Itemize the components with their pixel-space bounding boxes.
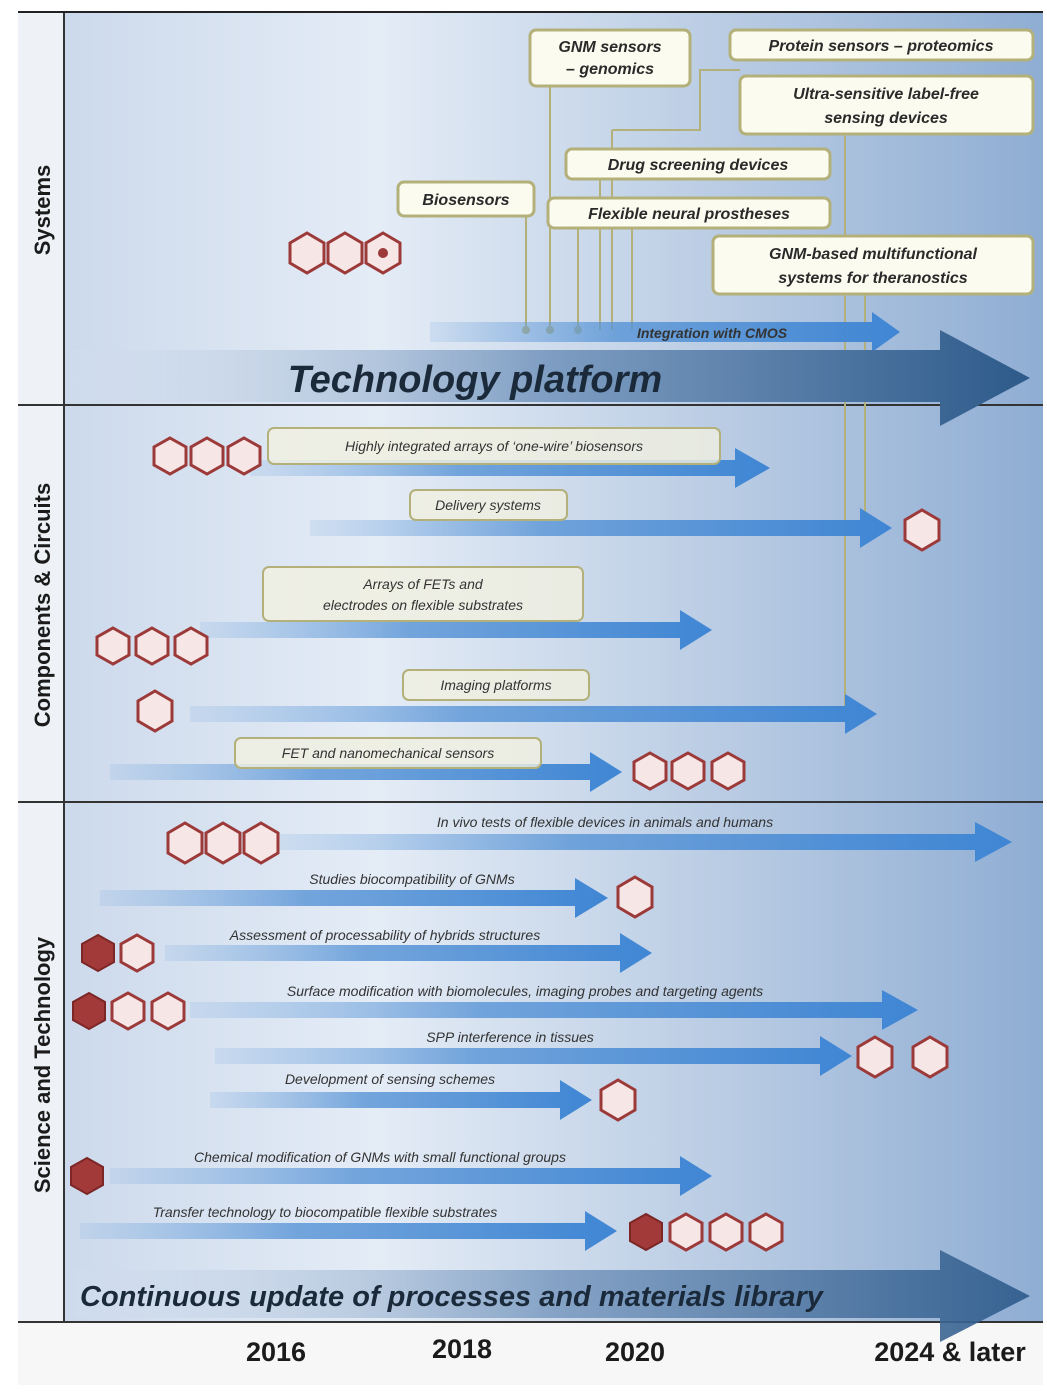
year-2020: 2020 xyxy=(605,1337,665,1367)
molecule-icon xyxy=(110,991,146,1031)
eye-icon xyxy=(136,689,174,733)
box-theranostics-line1: GNM-based multifunctional xyxy=(769,246,978,263)
chip-icon xyxy=(599,1078,637,1122)
science-spp: SPP interference in tissues xyxy=(215,1029,852,1076)
arrow-cmos-label: Integration with CMOS xyxy=(637,325,788,341)
science-transfer-label: Transfer technology to biocompatible fle… xyxy=(153,1204,497,1220)
science-assessment-label: Assessment of processability of hybrids … xyxy=(229,927,540,943)
science-biocompat-label: Studies biocompatibility of GNMs xyxy=(309,871,514,887)
component-imaging: Imaging platforms xyxy=(190,669,877,734)
arrow-cmos: Integration with CMOS xyxy=(430,312,900,352)
science-invivo: In vivo tests of flexible devices in ani… xyxy=(280,814,1012,862)
chip-icon xyxy=(95,626,131,666)
box-neural-prostheses-label: Flexible neural prostheses xyxy=(588,206,790,223)
box-dna-sensors-line2: – genomics xyxy=(566,61,654,78)
box-protein-sensors: Protein sensors – proteomics xyxy=(728,28,1035,62)
science-biocompat: Studies biocompatibility of GNMs xyxy=(100,871,608,918)
timeline-axis xyxy=(18,1323,1043,1385)
icon-group-science xyxy=(110,821,949,1252)
component-fets-line1: Arrays of FETs and xyxy=(362,576,484,592)
eye-icon xyxy=(911,1035,949,1079)
label-column xyxy=(18,12,64,1322)
science-surface: Surface modification with biomolecules, … xyxy=(190,983,918,1030)
eye-icon xyxy=(710,751,746,791)
box-ultra-sensitive-line2: sensing devices xyxy=(824,110,948,127)
science-assessment: Assessment of processability of hybrids … xyxy=(165,927,652,973)
science-chemical-label: Chemical modification of GNMs with small… xyxy=(194,1149,566,1165)
banner-library-label: Continuous update of processes and mater… xyxy=(80,1281,825,1313)
year-2024-later: 2024 & later xyxy=(874,1337,1026,1367)
dna-icon xyxy=(629,1212,663,1252)
chip-icon xyxy=(326,231,364,275)
flask-icon xyxy=(288,231,326,275)
icon-cluster-systems xyxy=(288,231,402,275)
science-sensing-label: Development of sensing schemes xyxy=(285,1071,495,1087)
chip-icon xyxy=(668,1212,704,1252)
cell-icon xyxy=(204,821,242,865)
science-spp-label: SPP interference in tissues xyxy=(426,1029,594,1045)
chip-icon xyxy=(670,751,706,791)
flask-icon xyxy=(856,1035,894,1079)
dna-icon xyxy=(72,991,106,1031)
box-dna-sensors-line1: GNM sensors xyxy=(558,39,661,56)
year-2018: 2018 xyxy=(432,1334,492,1364)
box-biosensors-label: Biosensors xyxy=(422,192,509,209)
cell-icon xyxy=(748,1212,784,1252)
box-neural-prostheses: Flexible neural prostheses xyxy=(546,196,832,230)
box-ultra-sensitive-line1: Ultra-sensitive label-free xyxy=(793,86,979,103)
eye-icon xyxy=(903,508,941,552)
science-transfer: Transfer technology to biocompatible fle… xyxy=(80,1204,617,1251)
science-surface-label: Surface modification with biomolecules, … xyxy=(287,983,763,999)
eye-icon xyxy=(134,626,170,666)
component-fets-line2: electrodes on flexible substrates xyxy=(323,597,523,613)
icon-group-components xyxy=(95,436,941,791)
box-protein-sensors-label: Protein sensors – proteomics xyxy=(769,38,994,55)
flask-icon xyxy=(150,991,186,1031)
box-theranostics: GNM-based multifunctional systems for th… xyxy=(711,234,1035,296)
box-ultra-sensitive: Ultra-sensitive label-free sensing devic… xyxy=(738,74,1035,136)
molecule-icon xyxy=(119,933,155,973)
section-label-science: Science and Technology xyxy=(30,936,55,1193)
component-delivery-label: Delivery systems xyxy=(435,497,541,513)
banner-library: Continuous update of processes and mater… xyxy=(70,1250,1030,1342)
science-chemical: Chemical modification of GNMs with small… xyxy=(110,1149,712,1196)
eye-icon xyxy=(189,436,225,476)
component-imaging-label: Imaging platforms xyxy=(440,677,551,693)
box-dna-sensors: GNM sensors – genomics xyxy=(528,28,692,88)
chip-icon xyxy=(152,436,188,476)
dna-icon xyxy=(81,933,115,973)
box-biosensors: Biosensors xyxy=(396,180,536,218)
molecule-icon xyxy=(242,821,280,865)
year-2016: 2016 xyxy=(246,1337,306,1367)
science-sensing: Development of sensing schemes xyxy=(210,1071,592,1120)
component-arrays: Highly integrated arrays of ‘one-wire’ b… xyxy=(250,427,770,488)
banner-technology-platform: Technology platform xyxy=(70,330,1030,426)
icon-group-science-filled xyxy=(70,933,663,1252)
component-fets: Arrays of FETs and electrodes on flexibl… xyxy=(200,566,712,650)
dna-icon xyxy=(70,1156,104,1196)
box-theranostics-line2: systems for theranostics xyxy=(778,270,968,287)
component-fet-nems: FET and nanomechanical sensors xyxy=(110,737,622,792)
molecule-icon xyxy=(708,1212,744,1252)
molecule-icon xyxy=(616,875,654,919)
flask-icon xyxy=(173,626,209,666)
section-label-systems: Systems xyxy=(30,165,55,256)
science-invivo-label: In vivo tests of flexible devices in ani… xyxy=(437,814,773,830)
eye-icon xyxy=(166,821,204,865)
component-fet-nems-label: FET and nanomechanical sensors xyxy=(282,745,494,761)
box-drug-screening-label: Drug screening devices xyxy=(608,157,789,174)
banner-technology-platform-label: Technology platform xyxy=(288,359,662,401)
flask-icon xyxy=(632,751,668,791)
box-drug-screening: Drug screening devices xyxy=(564,147,832,181)
component-delivery: Delivery systems xyxy=(310,489,892,548)
flask-icon xyxy=(226,436,262,476)
section-label-components: Components & Circuits xyxy=(30,483,55,727)
component-arrays-label: Highly integrated arrays of ‘one-wire’ b… xyxy=(345,438,643,454)
